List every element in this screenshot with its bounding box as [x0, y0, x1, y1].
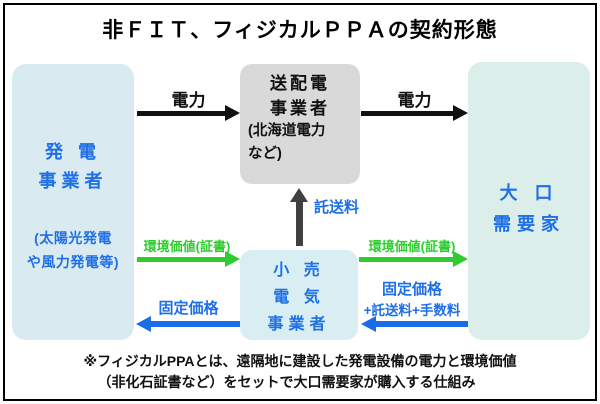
- transmission-sublabel-line1: (北海道電力: [248, 123, 326, 139]
- fixed-price-label-right: 固定価格 +託送料+手数料: [356, 278, 468, 319]
- wheeling-fee-arrow-icon: [289, 188, 309, 246]
- retail-label-line1: 小 売: [273, 262, 325, 279]
- consumer-label: 大 口 需要家: [468, 178, 590, 240]
- arrow-head: [225, 105, 240, 121]
- footnote-text: ※フィジカルPPAとは、遠隔地に建設した発電設備の電力と環境価値 （非化石証書な…: [83, 351, 516, 393]
- wheeling-fee-label: 託送料: [314, 199, 360, 216]
- retail-label: 小 売 電 気 事業者: [240, 257, 358, 338]
- arrow-shaft: [361, 110, 453, 116]
- arrow-head: [225, 251, 240, 267]
- arrow-head: [361, 316, 376, 332]
- fixed-price-arrow-left-icon: [136, 316, 240, 332]
- arrow-head: [453, 105, 468, 121]
- generator-label-line1: 発 電: [44, 142, 101, 162]
- footnote-line2: （非化石証書など）をセットで大口需要家が購入する仕組み: [97, 374, 476, 390]
- consumer-box: 大 口 需要家: [468, 62, 590, 340]
- fixed-price-label-right-line1: 固定価格: [381, 281, 442, 298]
- arrow-shaft: [137, 256, 225, 262]
- generator-sublabel-line1: (太陽光発電: [34, 230, 112, 246]
- consumer-label-line2: 需要家: [493, 214, 565, 234]
- transmission-sublabel: (北海道電力 など): [240, 120, 360, 166]
- transmission-sublabel-line2: など): [248, 146, 282, 162]
- transmission-label-line2: 事業者: [270, 99, 330, 118]
- footnote-line1: ※フィジカルPPAとは、遠隔地に建設した発電設備の電力と環境価値: [83, 353, 517, 369]
- arrow-shaft: [376, 321, 468, 327]
- footnote: ※フィジカルPPAとは、遠隔地に建設した発電設備の電力と環境価値 （非化石証書な…: [0, 351, 600, 393]
- fixed-price-label-right-line2: +託送料+手数料: [363, 303, 461, 318]
- env-value-label-right: 環境価値(証書): [368, 239, 456, 254]
- arrow-head: [136, 316, 151, 332]
- fixed-price-label-left: 固定価格: [158, 300, 219, 317]
- generator-sublabel: (太陽光発電 や風力発電等): [12, 226, 134, 274]
- power-label-left: 電力: [171, 91, 206, 110]
- retail-box: 小 売 電 気 事業者: [240, 250, 358, 340]
- fixed-price-arrow-right-icon: [361, 316, 468, 332]
- generator-box: 発 電 事業者 (太陽光発電 や風力発電等): [12, 64, 134, 340]
- env-value-label-left: 環境価値(証書): [143, 239, 231, 254]
- transmission-label: 送配電 事業者: [240, 71, 360, 121]
- outer-border: [3, 3, 597, 401]
- generator-label-line2: 事業者: [38, 171, 108, 191]
- transmission-box: 送配電 事業者 (北海道電力 など): [240, 64, 360, 184]
- power-arrow-left-icon: [137, 105, 240, 121]
- power-arrow-right-icon: [361, 105, 468, 121]
- arrow-shaft: [295, 202, 303, 246]
- retail-label-line3: 事業者: [267, 316, 331, 333]
- arrow-shaft: [137, 110, 225, 116]
- arrow-head: [453, 251, 468, 267]
- arrow-shaft: [151, 321, 240, 327]
- arrow-head: [290, 188, 308, 202]
- power-label-right: 電力: [397, 91, 432, 110]
- env-value-arrow-right-icon: [359, 251, 468, 267]
- retail-label-line2: 電 気: [273, 289, 325, 306]
- generator-sublabel-line2: や風力発電等): [26, 254, 120, 270]
- generator-label: 発 電 事業者: [12, 138, 134, 196]
- consumer-label-line1: 大 口: [499, 183, 559, 203]
- transmission-label-line1: 送配電: [270, 74, 330, 93]
- diagram-title: 非ＦＩＴ、フィジカルＰＰＡの契約形態: [102, 19, 498, 42]
- arrow-shaft: [359, 256, 453, 262]
- env-value-arrow-left-icon: [137, 251, 240, 267]
